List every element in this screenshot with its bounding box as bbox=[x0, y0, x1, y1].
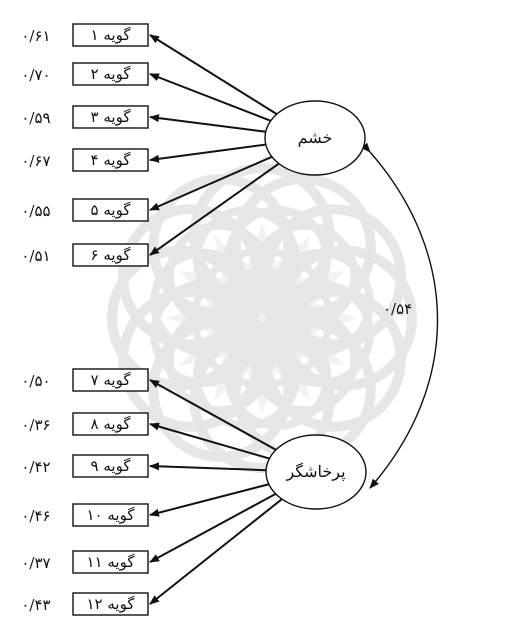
item-node: گویه ۴ ۰/۶۷ bbox=[21, 148, 149, 172]
loading-arrow bbox=[149, 462, 267, 472]
factor-ellipse bbox=[265, 434, 367, 510]
loading-arrow bbox=[149, 143, 266, 163]
loading-value: ۰/۶۱ bbox=[21, 27, 50, 45]
loading-arrow bbox=[149, 34, 278, 115]
item-label: گویه ۹ bbox=[91, 457, 132, 475]
item-box bbox=[72, 148, 149, 172]
correlation-arrow bbox=[361, 142, 439, 489]
factor-label-aggression: پرخاشگر bbox=[285, 462, 345, 481]
loading-arrow bbox=[149, 483, 270, 517]
item-box bbox=[72, 105, 149, 129]
factor-anger: خشم bbox=[264, 100, 366, 176]
factor-ellipse bbox=[264, 100, 366, 176]
item-box bbox=[72, 198, 149, 222]
item-box bbox=[72, 550, 149, 574]
item-node: گویه ۸ ۰/۳۶ bbox=[21, 412, 149, 436]
loading-value: ۰/۶۷ bbox=[21, 152, 50, 170]
item-node: گویه ۱۱ ۰/۳۷ bbox=[21, 550, 149, 574]
item-label: گویه ۸ bbox=[91, 415, 132, 433]
watermark-logo bbox=[107, 163, 417, 473]
loading-value: ۰/۴۶ bbox=[21, 507, 50, 525]
factor-label-anger: خشم bbox=[298, 128, 333, 147]
loading-arrow bbox=[149, 155, 273, 211]
item-box bbox=[72, 412, 149, 436]
item-box bbox=[72, 592, 149, 616]
item-node: گویه ۵ ۰/۵۵ bbox=[21, 198, 149, 222]
loading-value: ۰/۵۰ bbox=[21, 372, 50, 390]
loading-arrows bbox=[149, 34, 283, 605]
loading-value: ۰/۳۶ bbox=[21, 416, 50, 434]
item-node: گویه ۱ ۰/۶۱ bbox=[21, 23, 149, 47]
item-node: گویه ۲ ۰/۷۰ bbox=[21, 62, 149, 86]
item-box bbox=[72, 503, 149, 527]
loading-arrow bbox=[149, 422, 270, 460]
loading-value: ۰/۵۹ bbox=[21, 109, 50, 127]
item-node: گویه ۹ ۰/۴۲ bbox=[21, 454, 149, 478]
item-label: گویه ۱۲ bbox=[87, 595, 136, 613]
loading-arrow bbox=[149, 498, 283, 605]
correlation-label: ۰/۵۴ bbox=[383, 300, 412, 318]
item-box bbox=[72, 243, 149, 267]
item-label: گویه ۶ bbox=[91, 246, 132, 264]
loading-arrow bbox=[149, 492, 277, 563]
item-node: گویه ۶ ۰/۵۱ bbox=[21, 243, 149, 267]
item-label: گویه ۲ bbox=[91, 65, 132, 83]
item-node: گویه ۷ ۰/۵۰ bbox=[21, 368, 149, 392]
loading-value: ۰/۷۰ bbox=[21, 66, 50, 84]
item-label: گویه ۱ bbox=[91, 26, 132, 44]
loading-value: ۰/۵۱ bbox=[21, 247, 50, 265]
loading-value: ۰/۵۵ bbox=[21, 202, 50, 220]
item-label: گویه ۷ bbox=[91, 371, 132, 389]
item-node: گویه ۱۰ ۰/۴۶ bbox=[21, 503, 149, 527]
loading-value: ۰/۳۷ bbox=[21, 554, 50, 572]
item-label: گویه ۱۱ bbox=[87, 553, 136, 571]
indicator-items: گویه ۱ ۰/۶۱ گویه ۲ ۰/۷۰ گویه ۳ ۰/۵۹ گویه ۴ ۰/۶۷… bbox=[21, 23, 149, 616]
watermark-star bbox=[167, 223, 357, 413]
factor-aggression: پرخاشگر bbox=[265, 434, 367, 510]
loading-arrow bbox=[149, 162, 280, 256]
item-node: گویه ۳ ۰/۵۹ bbox=[21, 105, 149, 129]
loading-value: ۰/۴۲ bbox=[21, 458, 50, 476]
item-box bbox=[72, 454, 149, 478]
item-label: گویه ۵ bbox=[91, 201, 132, 219]
item-box bbox=[72, 62, 149, 86]
item-node: گویه ۱۲ ۰/۴۳ bbox=[21, 592, 149, 616]
item-label: گویه ۳ bbox=[91, 108, 132, 126]
item-label: گویه ۱۰ bbox=[87, 506, 136, 524]
loading-arrow bbox=[149, 379, 277, 451]
loading-arrow bbox=[149, 114, 266, 133]
item-box bbox=[72, 368, 149, 392]
item-label: گویه ۴ bbox=[91, 151, 132, 169]
item-box bbox=[72, 23, 149, 47]
loading-value: ۰/۴۳ bbox=[21, 596, 50, 614]
loading-arrow bbox=[149, 73, 272, 122]
